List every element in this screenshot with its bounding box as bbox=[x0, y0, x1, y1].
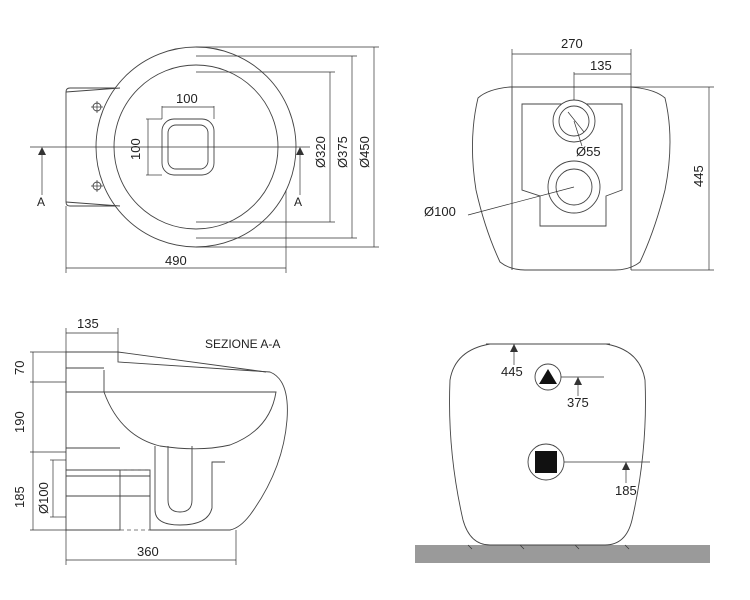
top-view: A A 100 100 Ø320 Ø375 Ø450 490 bbox=[30, 46, 379, 273]
trap bbox=[167, 446, 193, 513]
floor-slab bbox=[415, 545, 710, 563]
height-185-label: 185 bbox=[12, 486, 27, 508]
front-top-label: 445 bbox=[501, 364, 523, 379]
diameter-375-label: Ø375 bbox=[335, 136, 350, 168]
front-middle-label: 375 bbox=[567, 395, 589, 410]
section-title: SEZIONE A-A bbox=[205, 337, 280, 351]
fixing-bolt bbox=[91, 180, 103, 192]
hole-width-label: 100 bbox=[176, 91, 198, 106]
front-view: 445 375 185 bbox=[415, 343, 710, 563]
bowl-cavity bbox=[103, 391, 277, 450]
rear-width-label: 270 bbox=[561, 36, 583, 51]
section-marker-left: A bbox=[37, 195, 45, 209]
height-70-label: 70 bbox=[12, 361, 27, 375]
section-outlet-diameter-label: Ø100 bbox=[36, 482, 51, 514]
outlet-diameter-label: Ø100 bbox=[424, 204, 456, 219]
section-view: SEZIONE A-A 135 70 190 185 Ø100 bbox=[12, 316, 288, 565]
section-depth-label: 360 bbox=[137, 544, 159, 559]
section-marker-right: A bbox=[294, 195, 302, 209]
rear-offset-label: 135 bbox=[590, 58, 612, 73]
rear-height-label: 445 bbox=[691, 165, 706, 187]
diameter-320-label: Ø320 bbox=[313, 136, 328, 168]
section-top-label: 135 bbox=[77, 316, 99, 331]
inlet-diameter-label: Ø55 bbox=[576, 144, 601, 159]
diameter-450-label: Ø450 bbox=[357, 136, 372, 168]
overall-width-label: 490 bbox=[165, 253, 187, 268]
hole-height-label: 100 bbox=[128, 138, 143, 160]
bowl-shell-section bbox=[65, 351, 288, 531]
fixing-bolt bbox=[91, 101, 103, 113]
height-190-label: 190 bbox=[12, 411, 27, 433]
rear-view: 270 135 Ø55 Ø100 445 bbox=[424, 36, 714, 271]
front-bottom-label: 185 bbox=[615, 483, 637, 498]
